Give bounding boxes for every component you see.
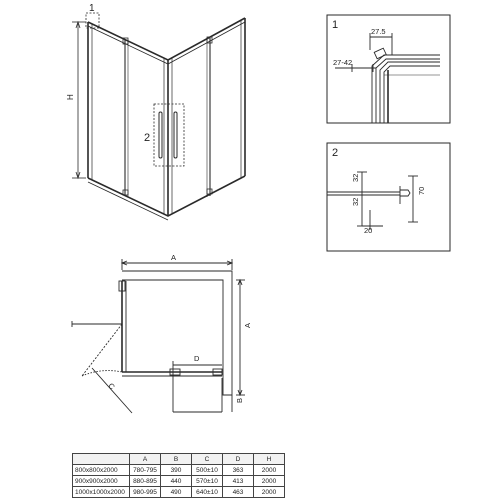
table-cell: 413 [222,475,254,487]
table-cell-size: 900x900x2000 [72,475,130,487]
detail2-dim-b: 32 [351,198,360,206]
top-roller-left [122,37,129,45]
table-header-row: A B C D H [72,453,285,465]
plan-d-label: D [194,354,200,363]
detail2-label: 2 [332,147,338,159]
detail2-dim-d: 20 [364,226,372,235]
detail1-dim-side: 27-42 [333,58,352,67]
table-cell: 463 [222,486,254,498]
table-cell: 2000 [253,486,285,498]
detail1-box: 1 27.5 27-42 [326,14,451,124]
detail1-callout-label: 1 [89,3,95,14]
table-row: 900x900x2000 880-895 440 570±10 413 2000 [72,475,285,487]
table-row: 1000x1000x2000 980-995 490 640±10 463 20… [72,486,285,498]
table-cell: 2000 [253,464,285,476]
table-header-cell: A [129,453,161,465]
detail2-callout-box [153,103,185,167]
detail1-label: 1 [332,19,338,31]
table-cell: 500±10 [191,464,223,476]
table-header-cell [72,453,130,465]
table-cell: 880-895 [129,475,161,487]
detail2-box: 2 32 32 70 20 [326,142,451,252]
table-cell: 490 [160,486,192,498]
plan-walls [122,270,233,396]
detail2-dim-a: 32 [351,174,360,182]
table-header-cell: D [222,453,254,465]
table-cell: 780-795 [129,464,161,476]
table-cell: 570±10 [191,475,223,487]
plan-width-label: A [171,253,176,262]
plan-depth-label: A [243,323,252,328]
top-rail [87,17,246,61]
table-cell: 390 [160,464,192,476]
shower-3d-view [87,17,246,221]
height-label: H [66,94,75,100]
table-header-cell: B [160,453,192,465]
table-cell-size: 1000x1000x2000 [72,486,130,498]
table-cell: 640±10 [191,486,223,498]
table-cell: 363 [222,464,254,476]
plan-b-label: B [235,398,244,403]
bottom-rail [87,175,246,217]
right-door-handle [173,111,178,159]
table-cell-size: 800x800x2000 [72,464,130,476]
plan-c-label: C [106,381,117,392]
plan-door-swing-left [81,323,123,377]
table-cell: 980-995 [129,486,161,498]
size-table: A B C D H 800x800x2000 780-795 390 500±1… [72,453,285,498]
table-cell: 440 [160,475,192,487]
table-header-cell: H [253,453,285,465]
plan-view [71,259,245,414]
table-cell: 2000 [253,475,285,487]
table-row: 800x800x2000 780-795 390 500±10 363 2000 [72,464,285,476]
top-roller-right [206,36,213,44]
detail2-callout-label: 2 [144,132,150,144]
detail1-dim-top: 27.5 [371,27,386,36]
left-door-handle [158,111,163,159]
table-header-cell: C [191,453,223,465]
detail2-dim-c: 70 [417,187,426,195]
height-dimension [72,20,86,180]
